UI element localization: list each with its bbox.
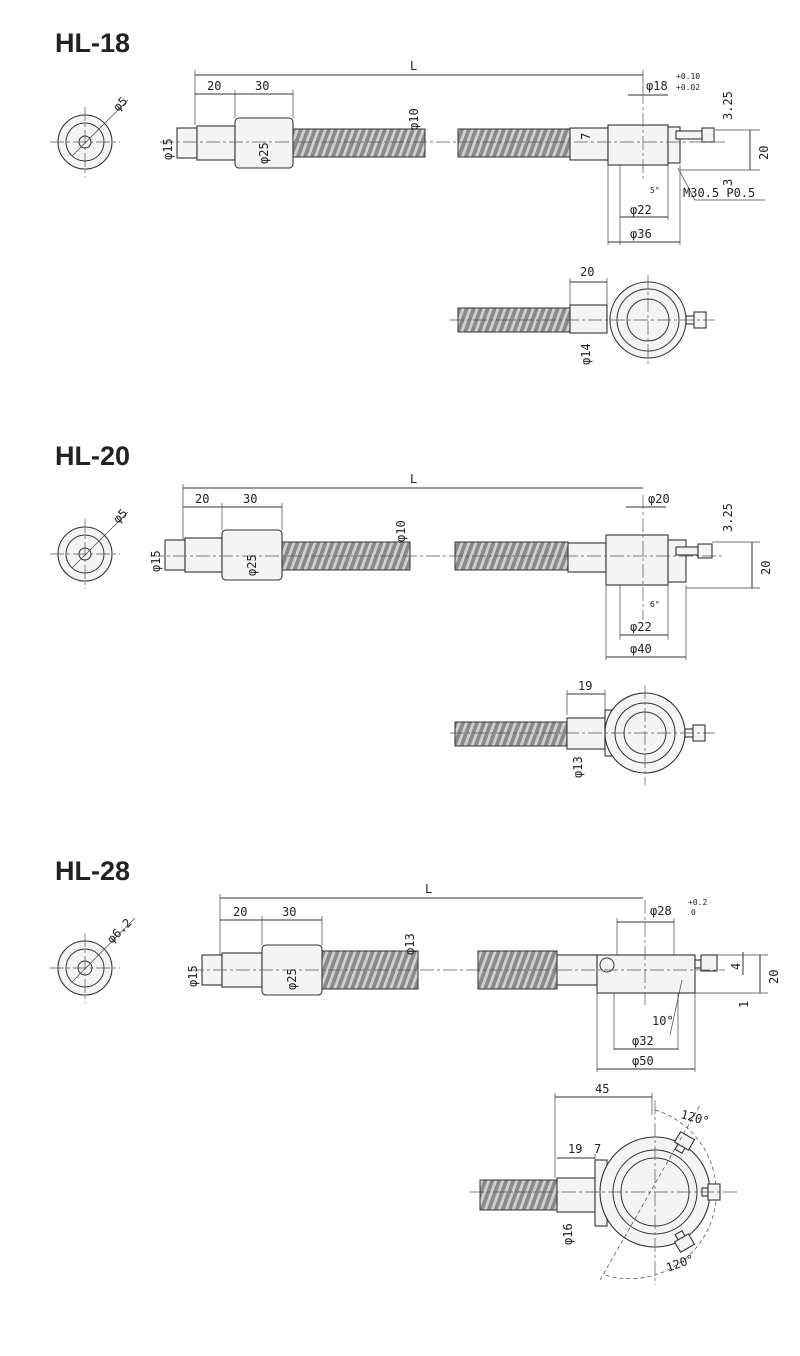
outer-dia-dim: φ40 <box>630 642 652 656</box>
screw-offset-dim: 3.25 <box>721 503 735 532</box>
inner-dia-dim: φ22 <box>630 620 652 634</box>
section-hl-28: HL-28 φ6.2 L 20 30 φ15 φ25 φ13 φ <box>50 856 781 1285</box>
tolerance-upper: +0.2 <box>688 898 707 907</box>
side-view: L 20 30 φ15 φ25 φ13 φ28 +0.2 0 4 20 1 <box>186 882 781 1072</box>
dim-a: 20 <box>195 492 209 506</box>
screw-offset-dim: 3.25 <box>721 91 735 120</box>
shaft-dia-dim: φ15 <box>161 138 175 160</box>
end-view: φ5 <box>50 506 130 589</box>
top-collar-len-dim: 20 <box>580 265 594 279</box>
top-small-dim: 7 <box>594 1142 601 1156</box>
tolerance-upper: +0.10 <box>676 72 700 81</box>
inner-dia-dim: φ32 <box>632 1034 654 1048</box>
height-dim: 20 <box>767 970 781 984</box>
dim-b: 30 <box>243 492 257 506</box>
bore-dia-dim: φ18 <box>646 79 668 93</box>
model-title: HL-18 <box>55 28 130 58</box>
end-view: φ6.2 <box>50 916 136 1003</box>
bore-dia-dim: φ28 <box>650 904 672 918</box>
top-collar-len-dim: 19 <box>578 679 592 693</box>
end-bore-dim: φ6.2 <box>104 916 134 946</box>
screw-dia-dim: φ10 <box>407 108 421 130</box>
end-bore-dim: φ5 <box>110 94 130 114</box>
angle-dim: 6° <box>650 600 660 609</box>
angle-dim: 5° <box>650 186 660 195</box>
section-hl-18: HL-18 φ5 L 20 30 φ15 φ2 <box>50 28 771 365</box>
top-collar-dia-dim: φ13 <box>571 756 585 778</box>
top-collar-dia-dim: φ14 <box>579 343 593 365</box>
top-view: 20 φ14 <box>450 265 715 365</box>
top-view: 19 φ13 <box>450 679 715 785</box>
dim-b: 30 <box>282 905 296 919</box>
model-title: HL-28 <box>55 856 130 886</box>
dim-b: 30 <box>255 79 269 93</box>
collar-width-dim: 7 <box>579 133 593 140</box>
dim-a: 20 <box>233 905 247 919</box>
angle-a-dim: 120° <box>679 1107 711 1128</box>
end-bore-dim: φ5 <box>110 506 130 526</box>
outer-dia-dim: φ36 <box>630 227 652 241</box>
height-dim: 20 <box>759 561 773 575</box>
tolerance-lower: 0 <box>691 908 696 917</box>
shaft-dia-dim: φ15 <box>149 550 163 572</box>
nut-dia-dim: φ25 <box>257 142 271 164</box>
bottom-step-dim: 1 <box>737 1001 751 1008</box>
dim-a: 20 <box>207 79 221 93</box>
side-view: L 20 30 φ15 φ25 φ10 φ18 +0.10 +0.02 7 3.… <box>160 59 771 245</box>
bore-dia-dim: φ20 <box>648 492 670 506</box>
model-title: HL-20 <box>55 441 130 471</box>
side-view: L 20 30 φ15 φ25 φ10 φ20 3.25 20 6° φ22 φ… <box>149 472 773 660</box>
length-dim: L <box>410 472 417 486</box>
tolerance-lower: +0.02 <box>676 83 700 92</box>
top-collar-dia-dim: φ16 <box>561 1223 575 1245</box>
bottom-step-dim: 3 <box>721 179 735 186</box>
angle-b-dim: 120° <box>664 1252 696 1275</box>
nut-dia-dim: φ25 <box>285 968 299 990</box>
screw-dia-dim: φ13 <box>403 933 417 955</box>
screw-offset-dim: 4 <box>729 963 743 970</box>
section-hl-20: HL-20 φ5 L 20 30 φ15 φ25 φ10 φ20 <box>50 441 773 785</box>
height-dim: 20 <box>757 146 771 160</box>
outer-dia-dim: φ50 <box>632 1054 654 1068</box>
nut-dia-dim: φ25 <box>245 554 259 576</box>
angle-dim: 10° <box>652 1014 674 1028</box>
thread-spec: M30.5 P0.5 <box>683 186 755 200</box>
shaft-dia-dim: φ15 <box>186 965 200 987</box>
top-view: 45 19 7 120° 120° φ16 <box>470 1082 740 1285</box>
screw-dia-dim: φ10 <box>394 520 408 542</box>
top-collar-len-dim: 19 <box>568 1142 582 1156</box>
end-view: φ5 <box>50 94 130 177</box>
length-dim: L <box>410 59 417 73</box>
length-dim: L <box>425 882 432 896</box>
top-width-dim: 45 <box>595 1082 609 1096</box>
inner-dia-dim: φ22 <box>630 203 652 217</box>
